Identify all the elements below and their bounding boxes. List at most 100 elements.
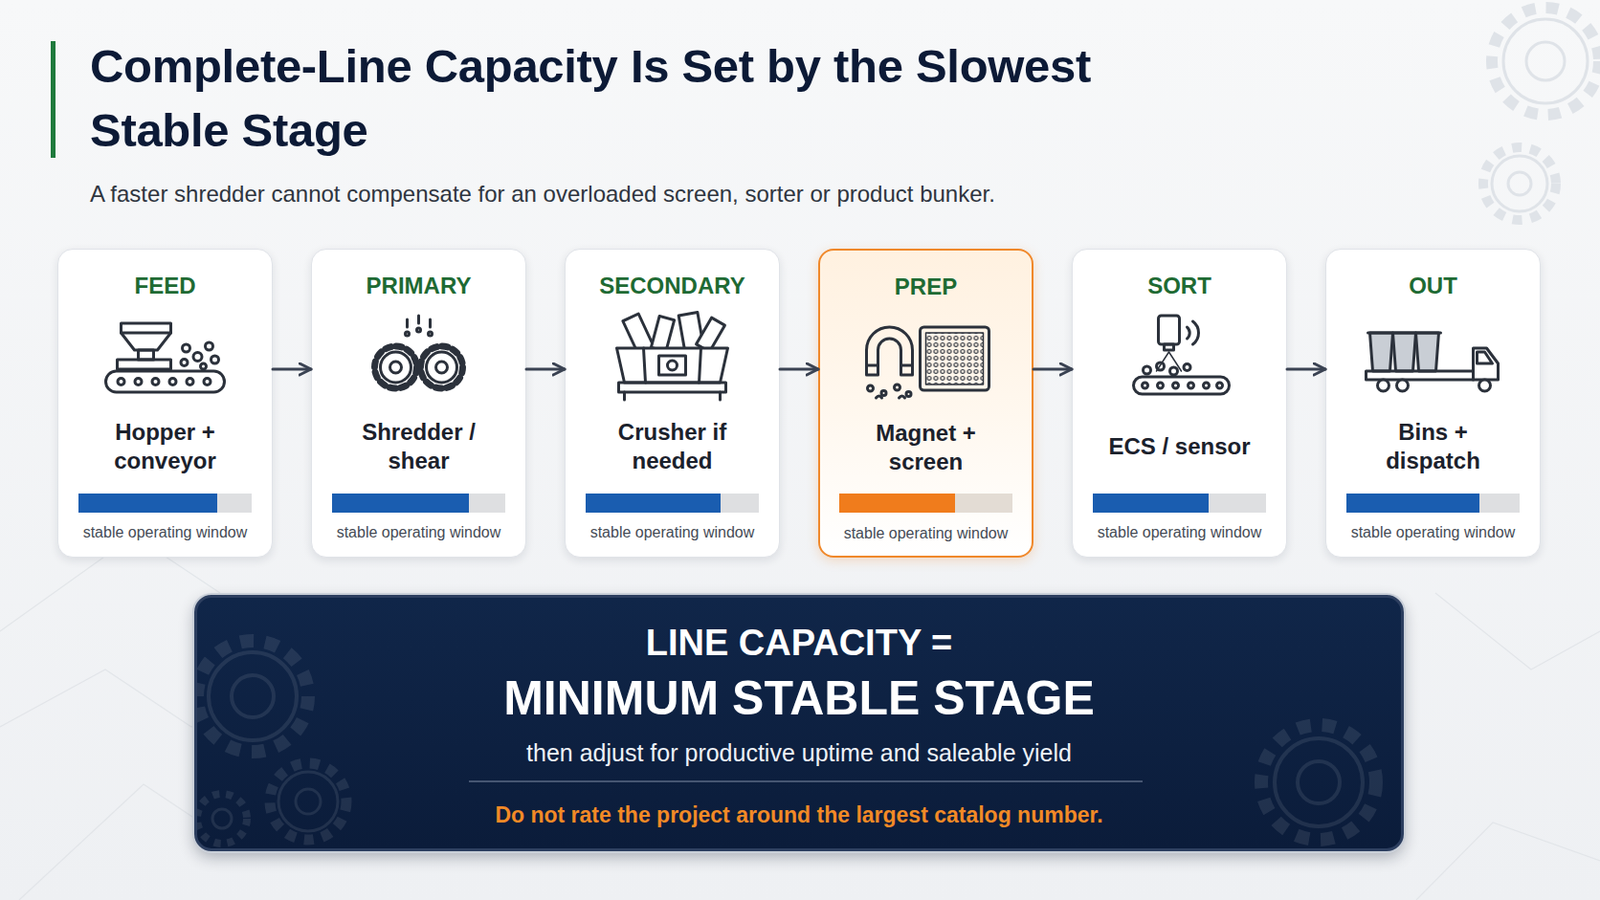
hopper-icon-part <box>138 350 155 360</box>
crusher-icon-part <box>650 316 674 353</box>
capacity-bar-part <box>585 493 721 513</box>
background-gear-part-part <box>1508 172 1532 196</box>
dispatch-icon-part <box>1370 333 1394 372</box>
magnet-screen-icon-part <box>881 391 887 397</box>
capacity-bar-part <box>1346 493 1520 513</box>
stage-name: ECS / sensor <box>1098 432 1262 462</box>
sensor-icon-part <box>1183 364 1191 372</box>
panel-gear-part <box>197 794 247 845</box>
dispatch-icon-part <box>1477 352 1493 364</box>
magnet-screen-icon-part <box>899 396 906 399</box>
capacity-bar-part <box>332 493 469 513</box>
shredder-icon-part <box>428 319 432 328</box>
panel-gear-part-part <box>212 809 232 829</box>
panel-gear-part-part <box>1297 761 1340 804</box>
shredder-icon-part <box>436 361 448 374</box>
formula-label: LINE CAPACITY = <box>197 622 1401 665</box>
panel-gear-part-part <box>208 652 297 741</box>
capacity-bar-part <box>839 493 956 513</box>
background-gear-part-part <box>1503 19 1588 104</box>
stage-heading: SECONDARY <box>565 270 779 302</box>
stage-name: Bins + dispatch <box>1352 418 1515 476</box>
magnet-screen-icon-part <box>876 396 883 399</box>
summary-panel: LINE CAPACITY =MINIMUM STABLE STAGEthen … <box>194 595 1404 852</box>
stage-card: PRIMARYShredder / shearstable operating … <box>311 248 527 558</box>
stage-heading: SORT <box>1072 270 1287 302</box>
dispatch-icon-part <box>1377 379 1390 392</box>
sensor-icon-part <box>1188 382 1195 389</box>
shredder-icon-part <box>375 346 418 389</box>
dispatch-icon-part <box>1416 333 1440 372</box>
shredder-icon-part <box>405 332 410 336</box>
crusher-icon-part <box>678 312 705 355</box>
magnet-screen-icon-part <box>867 385 874 392</box>
stage-card: FEEDHopper + conveyorstable operating wi… <box>57 248 273 558</box>
sensor-icon-part <box>1158 315 1180 345</box>
magnet-screen-icon-part <box>920 327 990 391</box>
panel-gear-part-part <box>1274 738 1363 827</box>
panel-gear-part-part <box>197 641 309 753</box>
panel-gear-part <box>269 763 347 841</box>
capacity-bar-part <box>585 493 759 513</box>
sensor-icon-part <box>1157 382 1164 389</box>
background-gear-part <box>1491 7 1600 115</box>
window-caption: stable operating window <box>58 521 272 545</box>
magnet-screen-icon-part <box>866 364 879 368</box>
sensor-icon-part <box>1143 366 1152 375</box>
flow-arrow <box>526 368 565 372</box>
crusher-icon <box>617 312 729 400</box>
sensor-icon-part <box>1156 352 1182 372</box>
sensor-icon-part <box>1193 321 1200 345</box>
magnet-screen-icon <box>866 327 990 399</box>
sensor-icon-part <box>1156 362 1165 371</box>
stage-name: Crusher if needed <box>591 418 755 476</box>
sensor-icon-part <box>1217 382 1223 389</box>
shredder-icon-part <box>390 361 402 374</box>
shredder-icon-part <box>380 352 412 383</box>
hopper-icon-part <box>106 371 225 393</box>
background-lines <box>0 535 1600 900</box>
sensor-icon-part <box>1164 344 1175 351</box>
shredder-icon-part <box>428 332 433 336</box>
magnet-screen-icon-part <box>901 364 913 368</box>
panel-gear-part <box>1261 725 1377 841</box>
window-caption: stable operating window <box>311 521 526 545</box>
hopper-icon-part <box>205 342 214 351</box>
crusher-icon-part <box>622 313 655 356</box>
background-gear-part-part <box>1483 147 1556 221</box>
flow-arrow <box>779 368 819 372</box>
shredder-icon-part <box>405 319 409 328</box>
sensor-icon-part <box>1173 382 1179 389</box>
sensor-icon <box>1133 315 1230 395</box>
magnet-screen-icon-part <box>894 384 901 391</box>
diagram-caption: A faster shredder cannot compensate for … <box>89 179 1334 209</box>
sensor-icon-part <box>1133 377 1230 395</box>
illustration-layer-part <box>106 312 1499 400</box>
background-gear-part-part <box>1491 7 1600 115</box>
crusher-icon-part <box>699 348 702 383</box>
warning-note: Do not rate the project around the large… <box>197 800 1401 830</box>
hopper-icon-part <box>117 378 125 386</box>
stage-card: OUTBins + dispatchstable operating windo… <box>1325 248 1541 558</box>
dispatch-icon-part <box>1393 333 1417 372</box>
crusher-icon-part <box>667 360 678 371</box>
panel-gear-part <box>197 641 309 753</box>
dispatch-icon-part <box>1479 379 1491 392</box>
capacity-bar-part <box>1346 493 1480 513</box>
sensor-icon-part <box>1203 382 1210 389</box>
sensor-icon-part <box>1170 367 1178 376</box>
magnet-screen-icon-part <box>906 392 912 398</box>
hopper-icon-part <box>200 363 207 370</box>
stage-card: SECONDARYCrusher if neededstable operati… <box>564 248 780 558</box>
panel-gear-part-part <box>197 794 247 845</box>
formula-value: MINIMUM STABLE STAGE <box>197 670 1401 727</box>
dispatch-icon <box>1366 333 1499 392</box>
dispatch-icon-part <box>1397 379 1409 392</box>
stage-card: PREPMagnet + screenstable operating wind… <box>818 248 1034 558</box>
sensor-icon-part <box>1142 382 1149 389</box>
stage-heading: PREP <box>820 271 1032 303</box>
background-lines-part <box>1416 822 1600 900</box>
panel-gear-part-part <box>1261 725 1377 841</box>
sensor-icon-part <box>1187 327 1191 339</box>
hopper-icon-part <box>117 359 172 370</box>
